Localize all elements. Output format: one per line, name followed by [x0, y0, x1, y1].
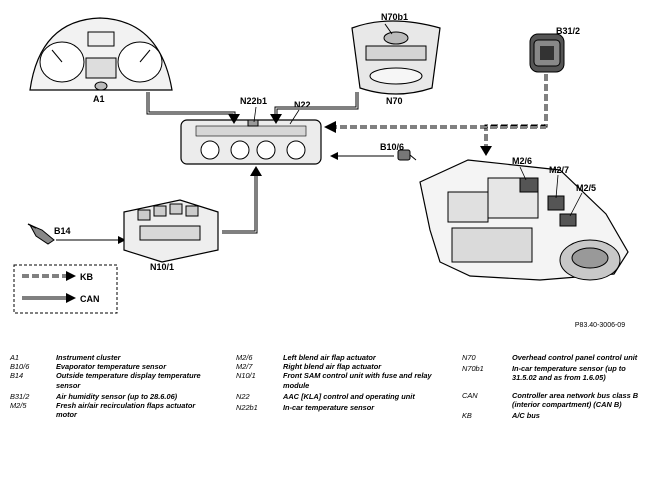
- can-bus-n10-1-to-n22: [222, 166, 262, 234]
- legend-description: Front SAM control unit with fuse and rel…: [283, 371, 432, 390]
- key-kb: KB: [80, 272, 93, 282]
- legend-entry: B31/2 Air humidity sensor (up to 28.6.06): [10, 392, 215, 401]
- legend-description: Instrument cluster: [56, 353, 121, 362]
- aac-control-unit-n22: [180, 119, 322, 165]
- label-m2-7: M2/7: [549, 165, 569, 175]
- label-b14: B14: [54, 226, 71, 236]
- air-humidity-sensor-b31-2: [529, 33, 565, 73]
- legend-entry: B10/6 Evaporator temperature sensor: [10, 362, 215, 371]
- legend-entry: M2/5 Fresh air/air recirculation flaps ac…: [10, 401, 215, 419]
- legend-entry: N22 AAC [KLA] control and operating unit: [236, 392, 436, 401]
- front-sam-n10-1: [123, 199, 219, 263]
- legend-description: Overhead control panel control unit: [512, 353, 638, 362]
- kb-bus: [324, 74, 548, 156]
- instrument-cluster-a1: [29, 17, 173, 91]
- legend-description: Left blend air flap actuator: [283, 353, 376, 362]
- legend-description: Air humidity sensor (up to 28.6.06): [56, 391, 178, 401]
- label-n22b1: N22b1: [240, 96, 267, 106]
- overhead-control-panel-n70: [351, 20, 441, 95]
- label-b31-2: B31/2: [556, 26, 580, 36]
- label-n70b1: N70b1: [381, 12, 408, 22]
- legend-entry: N22b1 In-car temperature sensor: [236, 403, 436, 412]
- legend-entry: A1 Instrument cluster: [10, 353, 215, 362]
- legend-code: N22: [236, 391, 250, 401]
- evaporator-sensor-b10-6: [397, 149, 417, 161]
- legend-description: Outside temperature display temperature …: [56, 371, 201, 390]
- legend-code: M2/7: [236, 362, 253, 372]
- figure-reference: P83.40-3006-09: [575, 322, 625, 329]
- legend-code: N70b1: [462, 364, 484, 374]
- legend-code: B14: [10, 371, 24, 381]
- label-n70: N70: [386, 96, 403, 106]
- legend-entry: N10/1 Front SAM control unit with fuse an…: [236, 371, 436, 389]
- legend-description: Controller area network bus class B (int…: [512, 390, 639, 409]
- label-b10-6: B10/6: [380, 142, 404, 152]
- legend-description: In-car temperature sensor: [283, 403, 375, 413]
- label-n10-1: N10/1: [150, 262, 174, 272]
- legend-entry: CAN Controller area network bus class B (…: [462, 391, 652, 409]
- legend-description: Evaporator temperature sensor: [56, 362, 167, 372]
- legend-description: In-car temperature sensor (up to 31.5.02…: [512, 364, 626, 383]
- legend-entry: B14 Outside temperature display temperatu…: [10, 371, 215, 389]
- key-can: CAN: [80, 294, 100, 304]
- legend-entry: M2/6 Left blend air flap actuator: [236, 353, 436, 362]
- label-n22: N22: [294, 100, 311, 110]
- can-bus-n70-to-n22: [270, 92, 359, 124]
- legend-code: A1: [10, 353, 20, 362]
- label-m2-5: M2/5: [576, 183, 596, 193]
- can-bus-a1-to-n22: [146, 92, 240, 124]
- legend-entry: M2/7 Right blend air flap actuator: [236, 362, 436, 371]
- label-m2-6: M2/6: [512, 156, 532, 166]
- legend-code: N10/1: [236, 371, 256, 381]
- legend-code: N70: [462, 353, 476, 362]
- legend-code: KB: [462, 411, 472, 421]
- legend-code: M2/5: [10, 401, 27, 411]
- legend-entry: KB A/C bus: [462, 411, 652, 420]
- label-a1: A1: [93, 94, 105, 104]
- legend-code: N22b1: [236, 403, 258, 413]
- legend-entry: N70 Overhead control panel control unit: [462, 353, 652, 362]
- legend-code: B31/2: [10, 391, 30, 401]
- legend-entry: N70b1 In-car temperature sensor (up to 31…: [462, 364, 652, 382]
- hvac-housing: [419, 159, 629, 281]
- legend-code: M2/6: [236, 353, 253, 362]
- bus-key-box: [13, 264, 118, 314]
- outside-temp-sensor-b14: [27, 223, 55, 245]
- legend-code: B10/6: [10, 362, 30, 372]
- legend-description: AAC [KLA] control and operating unit: [283, 391, 415, 401]
- legend-description: Right blend air flap actuator: [283, 362, 382, 372]
- legend-description: Fresh air/air recirculation flaps actuat…: [56, 401, 196, 420]
- legend-code: CAN: [462, 390, 478, 400]
- legend-description: A/C bus: [512, 411, 540, 421]
- wiring-diagram: A1 N70b1 N70 B31/2 N22b1 N22: [13, 12, 629, 329]
